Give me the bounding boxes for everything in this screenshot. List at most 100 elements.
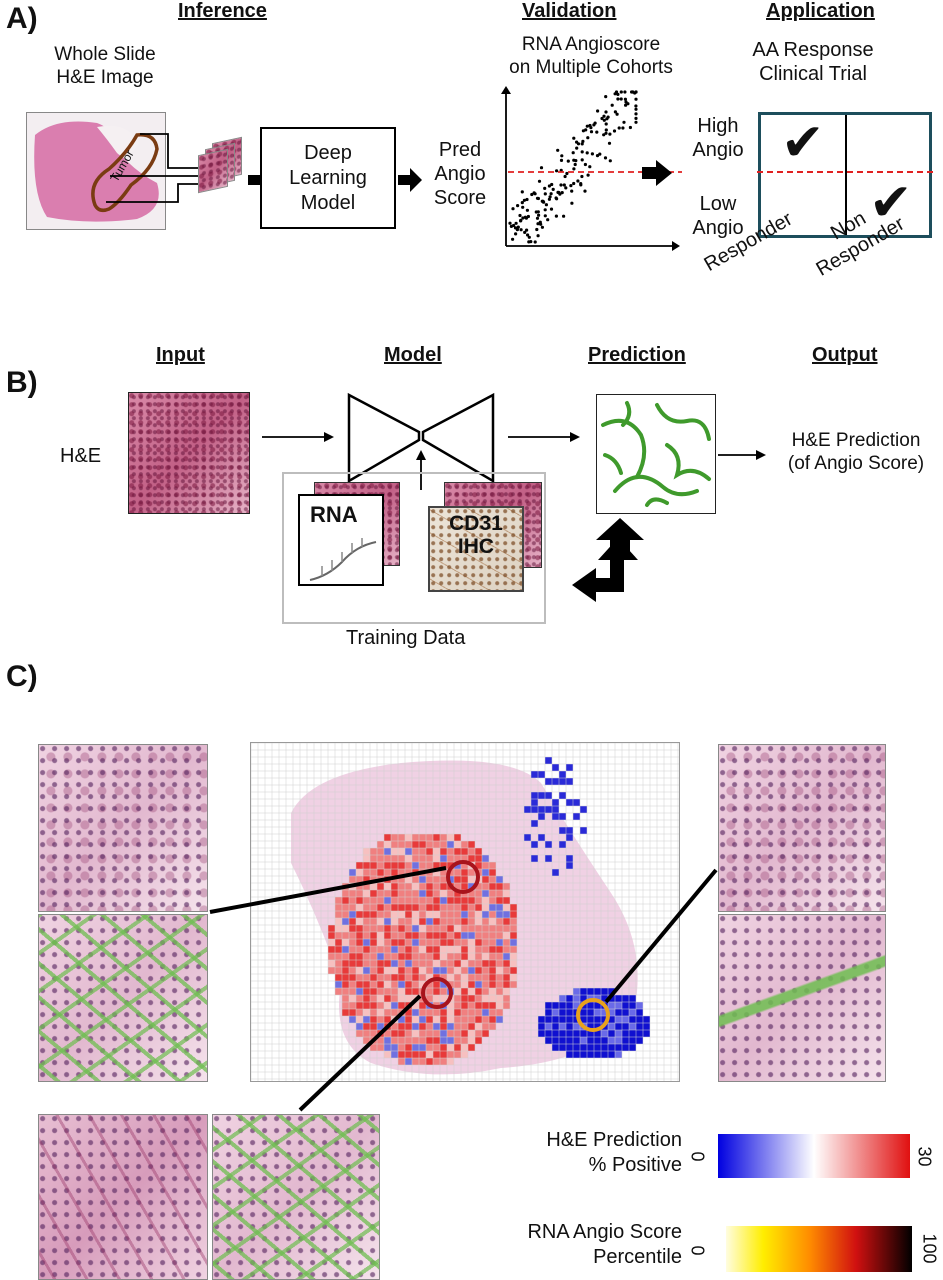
heatmap-cell <box>419 904 426 911</box>
heatmap-cell <box>419 883 426 890</box>
scatter-dot <box>604 110 608 114</box>
heatmap-cell <box>398 960 405 967</box>
heatmap-cell <box>440 981 447 988</box>
heatmap-cell <box>370 855 377 862</box>
heatmap-cell <box>587 1037 594 1044</box>
heatmap-cell <box>510 967 517 974</box>
heatmap-cell <box>384 925 391 932</box>
heatmap-cell <box>384 939 391 946</box>
heatmap-cell <box>573 1016 580 1023</box>
heatmap-cell <box>468 1002 475 1009</box>
heatmap-cell <box>489 925 496 932</box>
heatmap-cell <box>412 946 419 953</box>
heatmap-cell <box>419 848 426 855</box>
heatmap-cell <box>349 946 356 953</box>
heatmap-cell <box>559 778 566 785</box>
heatmap-cell <box>468 960 475 967</box>
heatmap-cell <box>433 1037 440 1044</box>
heatmap-cell <box>454 981 461 988</box>
heatmap-cell <box>468 841 475 848</box>
heatmap-cell <box>349 883 356 890</box>
heatmap-cell <box>384 918 391 925</box>
heatmap-cell <box>356 1016 363 1023</box>
heatmap-cell <box>496 876 503 883</box>
heatmap-cell <box>587 1023 594 1030</box>
heatmap-cell <box>475 995 482 1002</box>
heatmap-cell <box>349 953 356 960</box>
zoom-tile-low-overlay <box>718 914 886 1082</box>
heatmap-cell <box>412 1044 419 1051</box>
heatmap-cell <box>475 974 482 981</box>
heatmap-cell <box>412 1058 419 1065</box>
heatmap-cell <box>615 995 622 1002</box>
heatmap-cell <box>622 1002 629 1009</box>
heatmap-cell <box>363 960 370 967</box>
low-label-line1: Low <box>699 193 737 215</box>
heatmap-cell <box>545 792 552 799</box>
heatmap-cell <box>398 995 405 1002</box>
heatmap-cell <box>552 778 559 785</box>
heatmap-cell <box>412 974 419 981</box>
heatmap-cell <box>433 995 440 1002</box>
heatmap-cell <box>370 897 377 904</box>
heatmap-cell <box>398 890 405 897</box>
heatmap-cell <box>356 988 363 995</box>
heatmap-cell <box>363 946 370 953</box>
heatmap-cell <box>342 904 349 911</box>
heatmap-cell <box>391 953 398 960</box>
heatmap-cell <box>377 897 384 904</box>
heatmap-cell <box>419 855 426 862</box>
scatter-dot <box>555 169 559 173</box>
heatmap-cell <box>475 939 482 946</box>
heatmap-cell <box>461 862 468 869</box>
heatmap-cell <box>391 925 398 932</box>
heatmap-cell <box>433 1051 440 1058</box>
heatmap-cell <box>363 897 370 904</box>
trial-threshold-line <box>757 171 933 173</box>
heatmap-cell <box>538 806 545 813</box>
model-label: Deep Learning Model <box>289 141 367 216</box>
heatmap-cell <box>342 967 349 974</box>
heatmap-cell <box>398 911 405 918</box>
scatter-dot <box>538 220 542 224</box>
heatmap-cell <box>489 869 496 876</box>
heatmap-cell <box>573 799 580 806</box>
heatmap-cell <box>419 974 426 981</box>
heatmap-cell <box>447 1030 454 1037</box>
heatmap-cell <box>433 939 440 946</box>
heatmap-cell <box>398 967 405 974</box>
heatmap-cell <box>370 862 377 869</box>
heatmap-cell <box>391 960 398 967</box>
heatmap-cell <box>349 890 356 897</box>
heatmap-cell <box>419 918 426 925</box>
he-legend-line1: H&E Prediction <box>546 1129 682 1151</box>
heatmap-cell <box>426 939 433 946</box>
heatmap-cell <box>475 925 482 932</box>
heatmap-cell <box>482 918 489 925</box>
heatmap-cell <box>398 925 405 932</box>
heatmap-cell <box>384 1030 391 1037</box>
heatmap-cell <box>419 890 426 897</box>
heatmap-cell <box>461 1016 468 1023</box>
heatmap-cell <box>440 953 447 960</box>
panel-a-label: A) <box>6 2 38 35</box>
heatmap-cell <box>433 960 440 967</box>
heatmap-cell <box>559 792 566 799</box>
heatmap-cell <box>503 974 510 981</box>
heatmap-cell <box>370 1002 377 1009</box>
heatmap-cell <box>454 1030 461 1037</box>
scatter-dot <box>617 126 621 130</box>
scatter-dot <box>519 228 523 232</box>
heatmap-cell <box>454 855 461 862</box>
heatmap-cell <box>545 778 552 785</box>
scatter-dot <box>588 165 592 169</box>
heatmap-cell <box>391 946 398 953</box>
scatter-dot <box>580 158 584 162</box>
heatmap-cell <box>405 1023 412 1030</box>
heatmap-cell <box>552 1023 559 1030</box>
heatmap-cell <box>384 897 391 904</box>
prediction-mask-image <box>596 394 716 514</box>
heatmap-cell <box>405 834 412 841</box>
heatmap-cell <box>489 904 496 911</box>
heatmap-cell <box>531 855 538 862</box>
